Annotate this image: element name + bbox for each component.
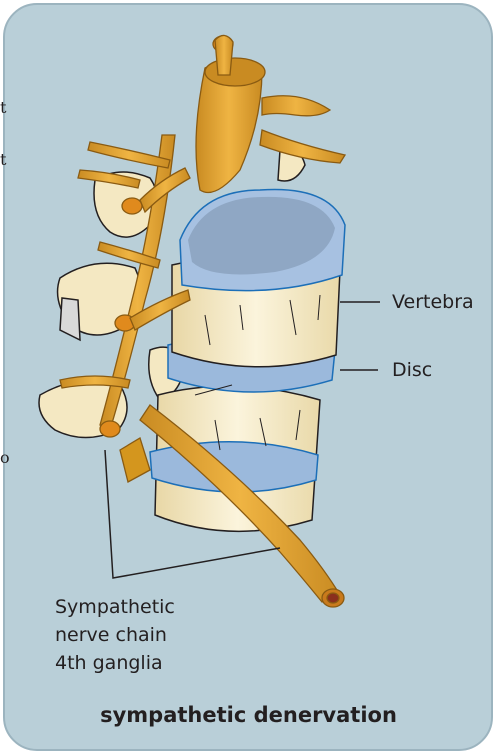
nerve-chain-label-line2: nerve chain xyxy=(55,623,167,647)
nerve-chain-label-line1: Sympathetic xyxy=(55,595,175,619)
disc-label: Disc xyxy=(392,358,432,382)
nerve-chain-label-line3: 4th ganglia xyxy=(55,651,163,675)
vertebra-stack xyxy=(150,189,345,531)
diagram-caption: sympathetic denervation xyxy=(0,703,497,727)
vertebra-label: Vertebra xyxy=(392,290,474,314)
